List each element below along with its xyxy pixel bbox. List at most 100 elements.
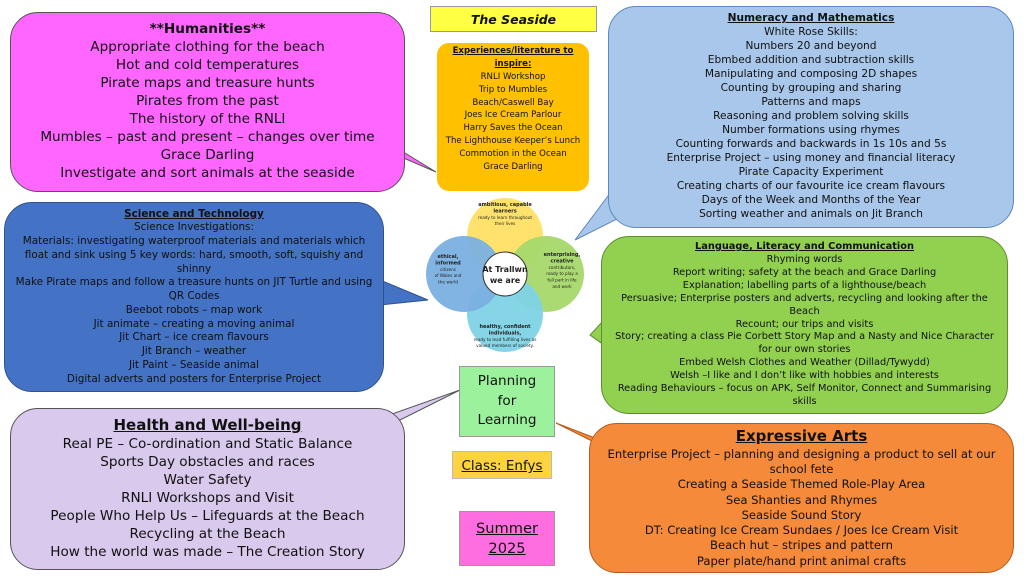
experience-item: Joes Ice Cream Parlour [464, 110, 562, 121]
petal-top-line: their lives [495, 221, 516, 226]
list-item: Story; creating a class Pie Corbett Stor… [615, 331, 994, 356]
list-item: White Rose Skills: [764, 26, 858, 39]
list-item: Pirate Capacity Experiment [738, 165, 884, 178]
experience-item: Grace Darling [483, 162, 543, 173]
list-item: Creating a Seaside Themed Role-Play Area [677, 477, 926, 492]
list-item: Jit Chart – ice cream flavours [119, 331, 269, 344]
list-item: Sea Shanties and Rhymes [725, 492, 878, 507]
petal-left-line: of Wales and [435, 273, 462, 278]
list-item: Patterns and maps [761, 96, 861, 109]
list-item: Sorting weather and animals on Jit Branc… [699, 207, 923, 220]
class-label: Class: Enfys [452, 451, 552, 479]
list-item: Report writing; safety at the beach and … [672, 266, 937, 278]
list-item: Sports Day obstacles and races [100, 454, 315, 471]
petal-top-line: ambitious, capable [478, 202, 532, 208]
list-item: Counting by grouping and sharing [720, 82, 902, 95]
experience-item: The Lighthouse Keeper’s Lunch [445, 136, 581, 147]
list-item: Beach hut – stripes and pattern [710, 538, 893, 553]
list-item: Paper plate/hand print animal crafts [696, 553, 907, 568]
petal-right-line: contributors, [549, 265, 576, 270]
list-item: Appropriate clothing for the beach [90, 39, 325, 56]
science-list: Science Investigations:Materials: invest… [15, 221, 373, 386]
experience-item: Commotion in the Ocean [459, 149, 567, 160]
numeracy-bubble: Numeracy and Mathematics White Rose Skil… [608, 6, 1014, 228]
list-item: How the world was made – The Creation St… [50, 543, 365, 560]
petal-bottom-line: healthy, confident [479, 324, 531, 330]
list-item: Hot and cold temperatures [115, 57, 300, 74]
list-item: Numbers 20 and beyond [745, 40, 877, 53]
petal-right-line: and work [552, 284, 572, 289]
list-item: Number formations using rhymes [722, 123, 900, 136]
health-bubble: Health and Well-being Real PE – Co-ordin… [10, 408, 405, 570]
expressive-list: Enterprise Project – planning and design… [590, 447, 1013, 569]
list-item: Seaside Sound Story [741, 507, 862, 522]
list-item: Creating charts of our favourite ice cre… [676, 179, 946, 192]
list-item: Reading Behaviours – focus on APK, Self … [617, 383, 992, 408]
experiences-box: Experiences/literature to inspire: RNLI … [437, 43, 589, 191]
petal-left-line: informed [435, 260, 461, 266]
term-box: Summer 2025 [459, 511, 555, 566]
experience-item: Trip to Mumbles [478, 84, 548, 95]
petal-left-line: ethical, [437, 254, 458, 260]
humanities-title: **Humanities** [149, 21, 266, 38]
list-item: Counting forwards and backwards in 1s 10… [675, 137, 947, 150]
list-item: Persuasive; Enterprise posters and adver… [621, 292, 988, 317]
list-item: Jit animate – creating a moving animal [93, 317, 295, 330]
list-item: Welsh –I like and I don’t like with hobb… [670, 370, 939, 382]
list-item: Beebot robots – map work [125, 303, 263, 316]
health-list: Real PE – Co-ordination and Static Balan… [50, 436, 365, 562]
logo-center-ring [482, 251, 528, 297]
experience-item: Harry Saves the Ocean [463, 123, 563, 134]
list-item: Science Investigations: [134, 221, 254, 234]
expressive-bubble: Expressive Arts Enterprise Project – pla… [589, 423, 1014, 573]
list-item: Grace Darling [160, 146, 255, 163]
list-item: The history of the RNLI [129, 110, 286, 127]
literacy-title: Language, Literacy and Communication [694, 241, 914, 252]
planning-line-2: for [497, 392, 517, 409]
petal-bottom-line: ready to lead fulfilling lives as [474, 337, 537, 342]
experience-item: RNLI Workshop [480, 71, 546, 82]
numeracy-title: Numeracy and Mathematics [727, 12, 895, 25]
petal-top-line: learners [493, 208, 516, 214]
list-item: Recount; our trips and visits [735, 318, 874, 330]
petal-left [426, 236, 502, 312]
list-item: People Who Help Us – Lifeguards at the B… [50, 507, 365, 524]
science-tail [379, 279, 429, 306]
list-item: Mumbles – past and present – changes ove… [40, 128, 375, 145]
list-item: Jit Branch – weather [141, 345, 247, 358]
planning-line-1: Planning [477, 372, 537, 389]
logo-center-line-1: At Trallwn [482, 265, 528, 274]
list-item: DT: Creating Ice Cream Sundaes / Joes Ic… [644, 523, 959, 538]
list-item: Ebmbed addition and subtraction skills [707, 54, 915, 67]
list-item: Recycling at the Beach [129, 525, 286, 542]
humanities-bubble: **Humanities** Appropriate clothing for … [10, 12, 405, 192]
experiences-title: Experiences/literature to inspire: [452, 46, 574, 69]
petal-right-line: full part in life [547, 278, 577, 283]
petal-bottom-line: individuals, [489, 330, 522, 336]
list-item: Pirate maps and treasure hunts [100, 75, 315, 92]
list-item: Rhyming words [766, 253, 843, 265]
page-title: The Seaside [430, 6, 597, 32]
petal-right-line: creative [551, 258, 575, 264]
list-item: Explanation; labelling parts of a lighth… [682, 279, 927, 291]
petal-right-line: ready to play a [546, 271, 578, 276]
planning-line-3: Learning [477, 412, 537, 429]
petal-left-line: the world [438, 280, 458, 285]
experience-item: Beach/Caswell Bay [472, 97, 554, 108]
list-item: Investigate and sort animals at the seas… [60, 164, 355, 181]
list-item: Enterprise Project – using money and fin… [666, 151, 956, 164]
list-item: Make Pirate maps and follow a treasure h… [15, 276, 373, 303]
list-item: RNLI Workshops and Visit [121, 489, 294, 506]
logo-center-line-2: we are [490, 276, 521, 285]
science-bubble: Science and Technology Science Investiga… [4, 202, 384, 392]
list-item: Reasoning and problem solving skills [713, 110, 909, 123]
list-item: Manipulating and composing 2D shapes [704, 68, 918, 81]
list-item: Jit Paint – Seaside animal [128, 358, 259, 371]
literacy-bubble: Language, Literacy and Communication Rhy… [601, 236, 1008, 414]
term-season: Summer [476, 519, 538, 537]
term-year: 2025 [488, 539, 526, 557]
